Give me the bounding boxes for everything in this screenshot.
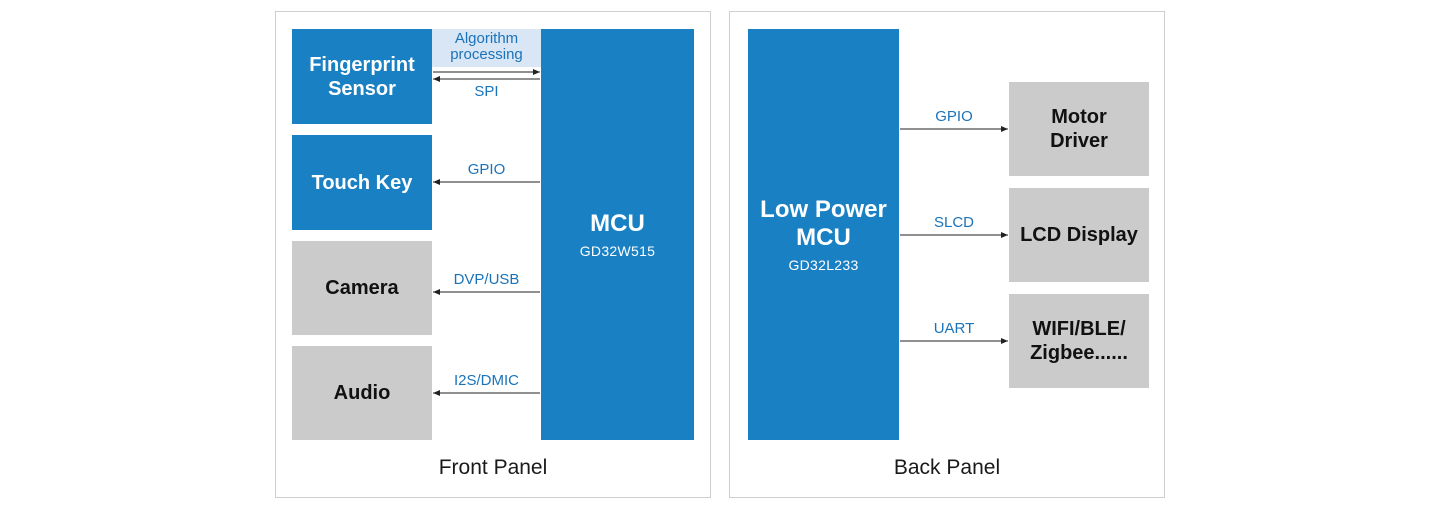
gpio-back-label: GPIO bbox=[935, 108, 973, 125]
algorithm-processing-label: Algorithm processing bbox=[432, 29, 541, 67]
wifi-ble-zigbee-block: WIFI/BLE/ Zigbee...... bbox=[1009, 294, 1149, 388]
low-power-mcu-block: Low Power MCU GD32L233 bbox=[748, 29, 899, 440]
spi-label: SPI bbox=[474, 83, 499, 100]
wifi-ble-zigbee-label: WIFI/BLE/ Zigbee...... bbox=[1030, 318, 1128, 364]
gpio-front-label: GPIO bbox=[467, 161, 506, 178]
i2s-dmic-label: I2S/DMIC bbox=[453, 372, 519, 389]
front-mcu-block: MCU GD32W515 bbox=[541, 29, 694, 440]
motor-driver-label: Motor Driver bbox=[1050, 106, 1108, 152]
front-panel-caption: Front Panel bbox=[438, 456, 548, 479]
audio-label: Audio bbox=[333, 382, 391, 404]
camera-block: Camera bbox=[292, 241, 432, 335]
low-power-mcu-subtitle: GD32L233 bbox=[788, 257, 859, 273]
touch-key-label: Touch Key bbox=[311, 171, 413, 194]
fingerprint-sensor-label: Fingerprint Sensor bbox=[309, 53, 415, 100]
uart-label: UART bbox=[933, 320, 975, 337]
lcd-display-label: LCD Display bbox=[1020, 224, 1138, 246]
camera-label: Camera bbox=[325, 277, 399, 299]
audio-block: Audio bbox=[292, 346, 432, 440]
motor-driver-block: Motor Driver bbox=[1009, 82, 1149, 176]
lcd-display-block: LCD Display bbox=[1009, 188, 1149, 282]
touch-key-block: Touch Key bbox=[292, 135, 432, 230]
fingerprint-sensor-block: Fingerprint Sensor bbox=[292, 29, 432, 124]
low-power-mcu-title: Low Power MCU bbox=[760, 196, 887, 251]
dvp-usb-label: DVP/USB bbox=[453, 271, 520, 288]
back-panel-caption: Back Panel bbox=[893, 456, 1001, 479]
slcd-label: SLCD bbox=[933, 214, 974, 231]
front-mcu-subtitle: GD32W515 bbox=[579, 243, 656, 259]
front-mcu-title: MCU bbox=[590, 210, 645, 237]
